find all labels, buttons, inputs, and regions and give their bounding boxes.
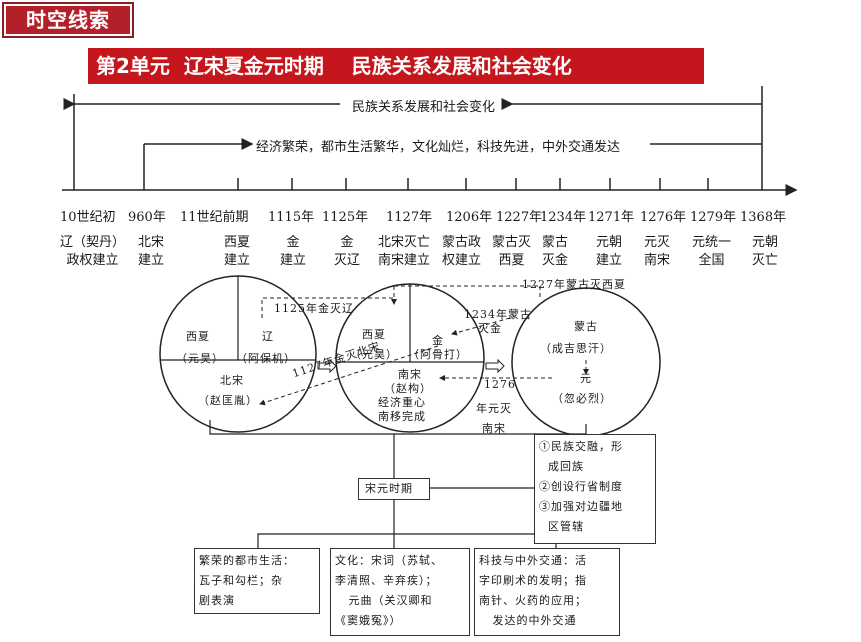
year-label: 11世纪前期 [180,210,249,225]
event-label: 北宋 建立 [138,235,165,268]
regime-yuan: 元 [580,372,592,385]
regime-xixia: 西夏 [362,328,386,341]
event-label: 金 建立 [280,235,307,268]
regime-nansong: 南宋 [398,368,422,381]
urban-life-box: 繁荣的都市生活： 瓦子和勾栏；杂 剧表演 [194,548,320,614]
year-label: 960年 [128,210,166,225]
event-label: 元朝 灭亡 [752,235,779,268]
ruler-hubilie: （忽必烈） [552,392,612,405]
econ-shift-line1: 经济重心 [378,396,426,409]
songyuan-period-box: 宋元时期 [358,478,430,500]
event-label: 金 灭辽 [334,235,361,268]
ruler-aguda: （阿骨打） [408,348,468,361]
event-label: 元朝 建立 [596,235,623,268]
event-label: 西夏 建立 [224,235,251,268]
year-label: 1271年 [588,210,635,225]
timeline-ticks [237,178,709,190]
year-label: 1276年 [640,210,687,225]
regime-beisong: 北宋 [220,374,244,387]
regime-liao: 辽 [262,330,274,343]
year-label: 1368年 [740,210,787,225]
year-label: 1206年 [446,210,493,225]
event-label: 北宋灭亡 南宋建立 [378,235,431,268]
regime-xixia: 西夏 [186,330,210,343]
year-label: 1115年 [268,210,315,225]
span-second-label: 经济繁荣，都市生活繁华，文化灿烂，科技先进，中外交通发达 [256,140,621,155]
event-label: 蒙古灭 西夏 [492,235,532,268]
arrow-label-1227: 1227年蒙古灭西夏 [522,278,626,291]
yuan-achievements-box: ①民族交融，形 成回族 ②创设行省制度 ③加强对边疆地 区管辖 [534,434,656,544]
ruler-zhaogou: （赵构） [384,382,432,395]
arrow-label-1276-c: 南宋 [482,422,506,435]
year-label: 1127年 [386,210,433,225]
econ-shift-line2: 南移完成 [378,410,426,423]
ruler-yuanhao: （元昊） [350,348,398,361]
ruler-abaoji: （阿保机） [236,352,296,365]
event-label: 蒙古 灭金 [542,235,569,268]
section-tag: 时空线索 [2,2,134,38]
regime-jin: 金 [432,334,444,347]
arrow-label-1234-a: 1234年蒙古 [464,308,532,321]
regime-menggu: 蒙古 [574,320,598,333]
unit-title: 第2单元 辽宋夏金元时期 民族关系发展和社会变化 [88,48,704,84]
year-label: 1227年 [496,210,543,225]
event-label: 元统一 全国 [692,235,732,268]
event-label: 蒙古政 权建立 [442,235,482,268]
year-label: 1234年 [540,210,587,225]
arrow-label-1276-a: 1276 [484,378,516,391]
ruler-zhaokuangyin: （赵匡胤） [198,394,258,407]
event-label: 辽（契丹） 政权建立 [60,235,126,268]
ruler-yuanhao: （元昊） [176,352,224,365]
section-tag-label: 时空线索 [6,6,130,34]
culture-box: 文化：宋词（苏轼、 李清照、辛弃疾）； 元曲（关汉卿和 《窦娥冤》） [330,548,470,636]
arrow-label-1125: 1125年金灭辽 [274,302,354,315]
year-label: 10世纪初 [60,210,116,225]
year-label: 1279年 [690,210,737,225]
ruler-chengjisihan: （成吉思汗） [540,342,612,355]
event-label: 元灭 南宋 [644,235,671,268]
arrow-label-1276-b: 年元灭 [476,402,512,415]
science-transport-box: 科技与中外交通：活 字印刷术的发明；指 南针、火药的应用； 发达的中外交通 [474,548,620,636]
arrow-label-1234-b: 灭金 [478,322,502,335]
year-label: 1125年 [322,210,369,225]
span-top-label: 民族关系发展和社会变化 [352,100,496,115]
